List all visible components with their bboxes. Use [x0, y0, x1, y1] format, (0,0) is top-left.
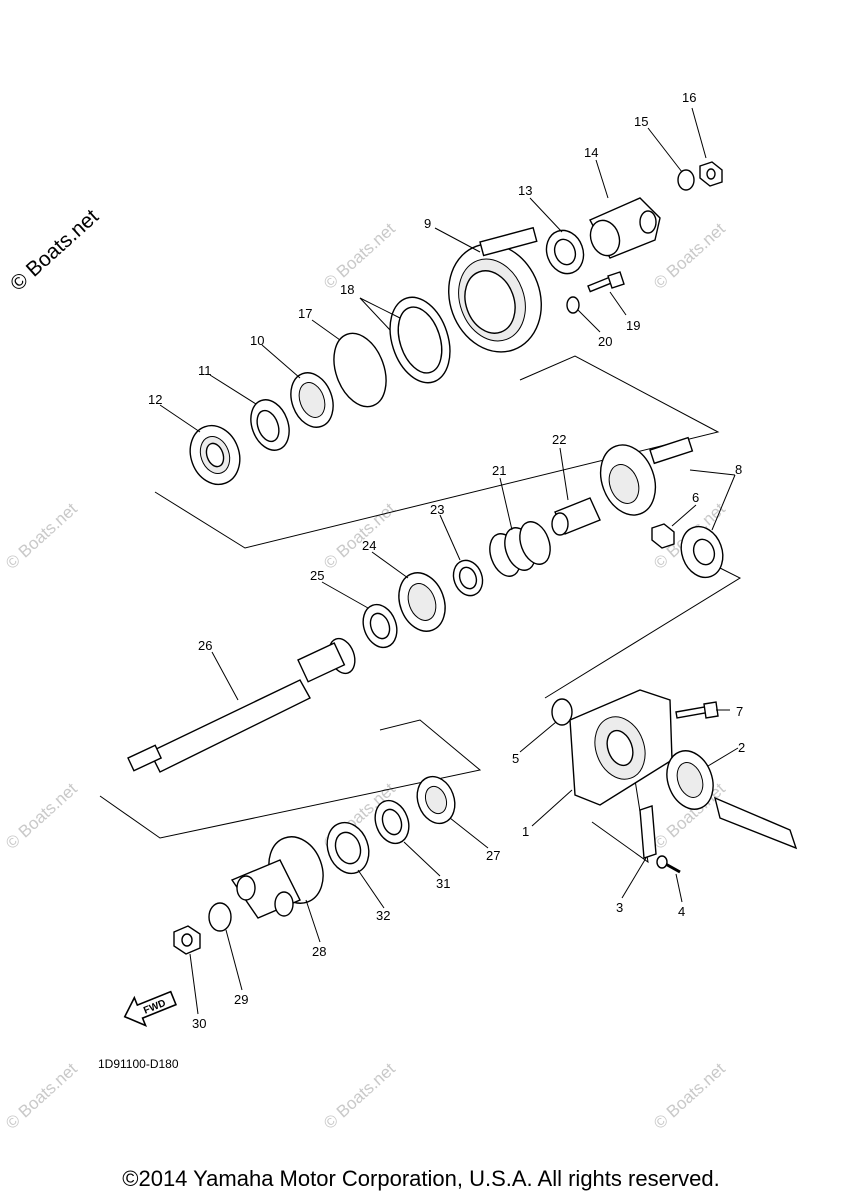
watermark: © Boats.net	[650, 219, 729, 293]
watermark-large: © Boats.net	[6, 205, 103, 296]
callout-18: 18	[340, 282, 354, 297]
callout-30: 30	[192, 1016, 206, 1031]
group-outlines	[99, 355, 742, 864]
nut-part-16	[699, 161, 723, 187]
parts	[127, 161, 798, 955]
fwd-arrow-icon: FWD	[123, 990, 177, 1028]
callout-6: 6	[692, 490, 699, 505]
callout-5: 5	[512, 751, 519, 766]
bolt-part-19	[587, 271, 625, 293]
callout-17: 17	[298, 306, 312, 321]
callout-1: 1	[522, 824, 529, 839]
o-ring-part-17	[333, 332, 387, 408]
outline-bracket	[591, 779, 649, 864]
callout-22: 22	[552, 432, 566, 447]
o-ring-part-5	[551, 698, 573, 726]
washer-part-29	[208, 902, 232, 932]
callout-28: 28	[312, 944, 326, 959]
washer-part-20	[566, 296, 580, 314]
bearing-part-2	[666, 750, 714, 810]
bolt-part-7	[675, 701, 719, 719]
gear-part-8-lower	[680, 525, 724, 579]
ring-part-11	[250, 399, 290, 451]
housing-part-9	[448, 226, 542, 353]
seal-part-12	[189, 424, 241, 486]
callout-25: 25	[310, 568, 324, 583]
callout-13: 13	[518, 183, 532, 198]
callout-2: 2	[738, 740, 745, 755]
bearing-part-24	[398, 572, 446, 632]
callout-15: 15	[634, 114, 648, 129]
seal-part-13	[545, 229, 585, 275]
callout-3: 3	[616, 900, 623, 915]
screw-part-4	[656, 855, 681, 874]
callout-12: 12	[148, 392, 162, 407]
callout-14: 14	[584, 145, 598, 160]
seal-part-25	[362, 603, 398, 649]
bearing-part-10	[290, 372, 334, 428]
callout-9: 9	[424, 216, 431, 231]
watermarks: © Boats.net © Boats.net © Boats.net © Bo…	[2, 205, 729, 1133]
gasket-part-18	[389, 296, 451, 384]
callout-8: 8	[735, 462, 742, 477]
yoke-part-28	[230, 836, 324, 919]
yoke-part-14	[589, 197, 661, 259]
outline-right	[544, 567, 742, 699]
ring-part-31	[374, 799, 410, 845]
housing-part-1	[569, 689, 673, 806]
spring-part-21	[489, 521, 551, 577]
callout-31: 31	[436, 876, 450, 891]
seal-part-32	[326, 821, 370, 875]
callout-16: 16	[682, 90, 696, 105]
callout-19: 19	[626, 318, 640, 333]
watermark: © Boats.net	[320, 1059, 399, 1133]
shaft-right	[713, 796, 798, 850]
outline-upper	[154, 355, 720, 549]
watermark: © Boats.net	[320, 219, 399, 293]
watermark: © Boats.net	[2, 1059, 81, 1133]
callout-26: 26	[198, 638, 212, 653]
callout-20: 20	[598, 334, 612, 349]
bushing-part-23	[452, 559, 484, 597]
nut-part-6	[651, 523, 675, 549]
callout-27: 27	[486, 848, 500, 863]
callout-10: 10	[250, 333, 264, 348]
gear-part-8	[599, 436, 694, 516]
callout-4: 4	[678, 904, 685, 919]
callout-32: 32	[376, 908, 390, 923]
bearing-part-27	[416, 775, 456, 825]
callout-7: 7	[736, 704, 743, 719]
watermark: © Boats.net	[320, 499, 399, 573]
callout-29: 29	[234, 992, 248, 1007]
callouts: 1 2 3 4 5 6 7 8 9 10 11 12 13 14 15 16 1…	[148, 90, 745, 1031]
outline-lower	[99, 719, 482, 839]
washer-part-15	[677, 169, 695, 191]
bracket-part-3	[639, 805, 657, 859]
clutch-part-22	[551, 497, 601, 536]
watermark: © Boats.net	[2, 499, 81, 573]
watermark: © Boats.net	[650, 1059, 729, 1133]
watermark: © Boats.net	[2, 779, 81, 853]
callout-24: 24	[362, 538, 376, 553]
diagram-code: 1D91100-D180	[98, 1057, 179, 1071]
copyright-notice: ©2014 Yamaha Motor Corporation, U.S.A. A…	[122, 1166, 720, 1191]
nut-part-30	[173, 925, 201, 955]
callout-21: 21	[492, 463, 506, 478]
leader-lines	[159, 107, 739, 1015]
callout-11: 11	[198, 363, 212, 378]
callout-23: 23	[430, 502, 444, 517]
shaft-part-26	[127, 637, 356, 773]
